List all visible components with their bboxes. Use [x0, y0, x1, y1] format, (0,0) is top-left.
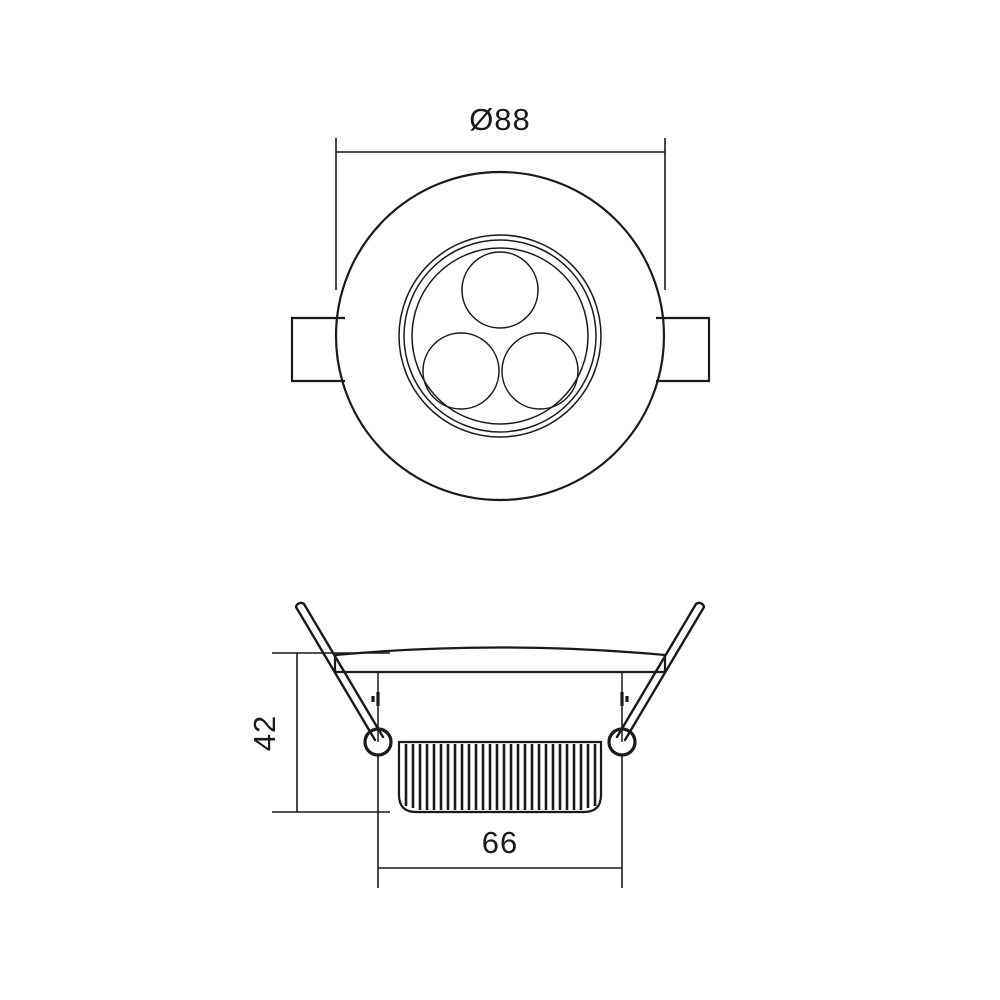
- led-emitter-bottom-right: [501, 332, 579, 410]
- bracket-tick-left: [371, 692, 380, 706]
- led-emitter-top: [461, 251, 539, 329]
- left-mounting-tab: [290, 316, 345, 383]
- outer-trim-circle: [334, 170, 666, 502]
- heatsink-fin-group: [404, 744, 597, 810]
- reflector-outer-ring: [398, 234, 602, 438]
- width-dimension-label: 66: [482, 825, 518, 860]
- heatsink-body: [397, 740, 603, 814]
- bracket-tick-right: [620, 692, 629, 706]
- top-view-group: Ø88: [290, 102, 711, 502]
- reflector-mid-ring: [403, 239, 597, 433]
- side-view-group: 42 66: [247, 601, 706, 888]
- trim-flange: [333, 646, 667, 674]
- height-dimension-label: 42: [247, 715, 282, 751]
- spring-clip-right: [615, 601, 706, 742]
- led-carrier-ring: [411, 247, 589, 425]
- spring-clip-left: [294, 601, 385, 742]
- led-emitter-bottom-left: [422, 332, 500, 410]
- right-mounting-tab: [656, 316, 711, 383]
- diameter-dimension-label: Ø88: [469, 102, 531, 137]
